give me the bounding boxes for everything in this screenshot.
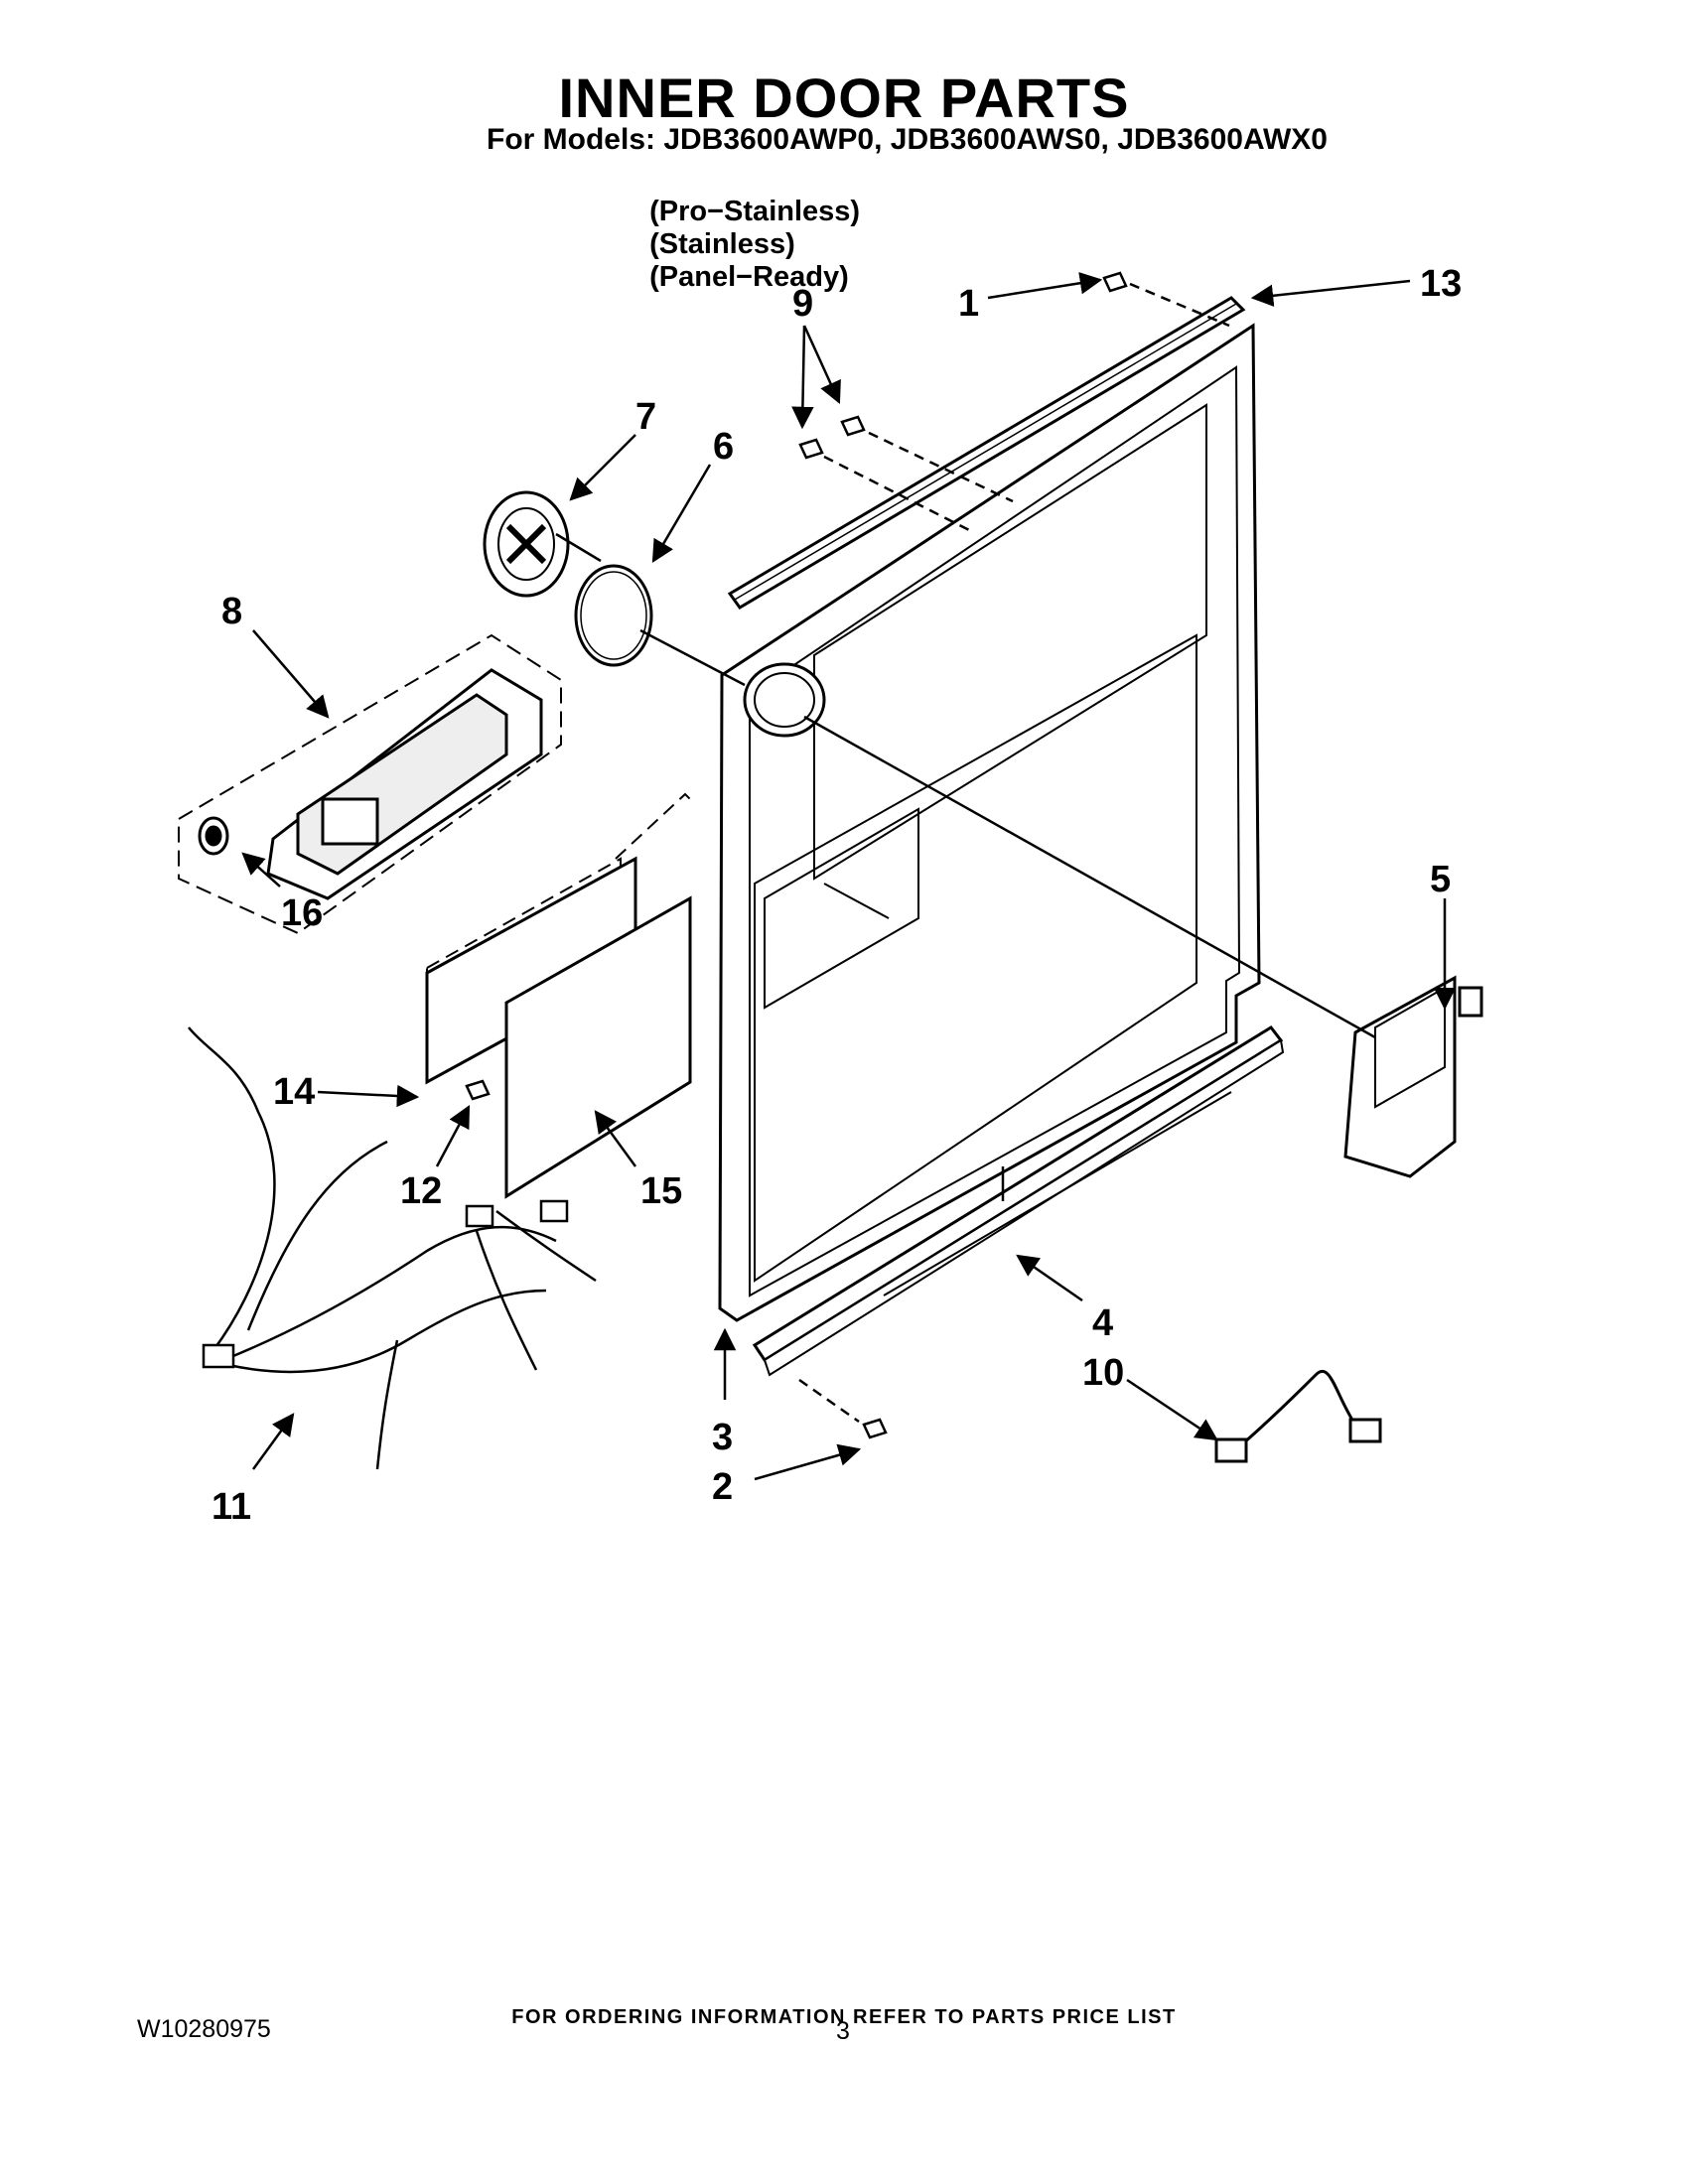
callout-10: 10 — [1082, 1352, 1124, 1394]
callout-5: 5 — [1430, 859, 1451, 900]
finish-labels: (Pro−Stainless) (Stainless) (Panel−Ready… — [633, 163, 894, 294]
callout-11: 11 — [211, 1486, 251, 1528]
finish-pro-stainless: (Pro−Stainless) — [649, 196, 861, 227]
callout-1: 1 — [958, 283, 979, 325]
finish-panel-ready: (Panel−Ready) — [649, 261, 849, 293]
callout-14: 14 — [273, 1071, 315, 1113]
callout-9: 9 — [792, 283, 813, 325]
door-bottom-vent-strip — [752, 1025, 1285, 1377]
callout-12: 12 — [400, 1170, 442, 1212]
callout-7: 7 — [635, 396, 656, 438]
control-board-bracket — [425, 856, 692, 1199]
callout-15: 15 — [640, 1170, 682, 1212]
vent-seal-gasket — [574, 564, 653, 667]
models-line: For Models: JDB3600AWP0, JDB3600AWS0, JD… — [487, 123, 1328, 156]
assembly-lines — [555, 282, 1376, 1424]
screws — [465, 271, 1128, 1439]
door-switch-cable — [1214, 1370, 1382, 1463]
rinse-aid-sensor — [1343, 975, 1483, 1178]
finish-stainless: (Stainless) — [649, 228, 795, 260]
inner-door-panel — [718, 323, 1261, 1322]
vent-fan-cover — [483, 490, 570, 598]
callout-3: 3 — [712, 1417, 733, 1458]
page-number: 3 — [836, 2017, 850, 2045]
callout-8: 8 — [221, 591, 242, 632]
callout-labels: 1 13 9 7 6 8 16 5 14 12 15 4 10 3 2 11 — [211, 263, 1462, 1528]
wiring-harness — [188, 1026, 597, 1470]
page-title: INNER DOOR PARTS — [558, 67, 1130, 129]
ordering-note: FOR ORDERING INFORMATION REFER TO PARTS … — [511, 2006, 1177, 2028]
dispenser-assembly — [178, 633, 562, 935]
callout-16: 16 — [281, 892, 323, 934]
callout-2: 2 — [712, 1466, 733, 1508]
callout-4: 4 — [1092, 1302, 1113, 1344]
door-top-trim-strip — [727, 296, 1246, 610]
callout-6: 6 — [713, 426, 734, 468]
leader-arrows — [241, 272, 1457, 1481]
callout-13: 13 — [1420, 263, 1462, 305]
document-number: W10280975 — [137, 2015, 271, 2043]
